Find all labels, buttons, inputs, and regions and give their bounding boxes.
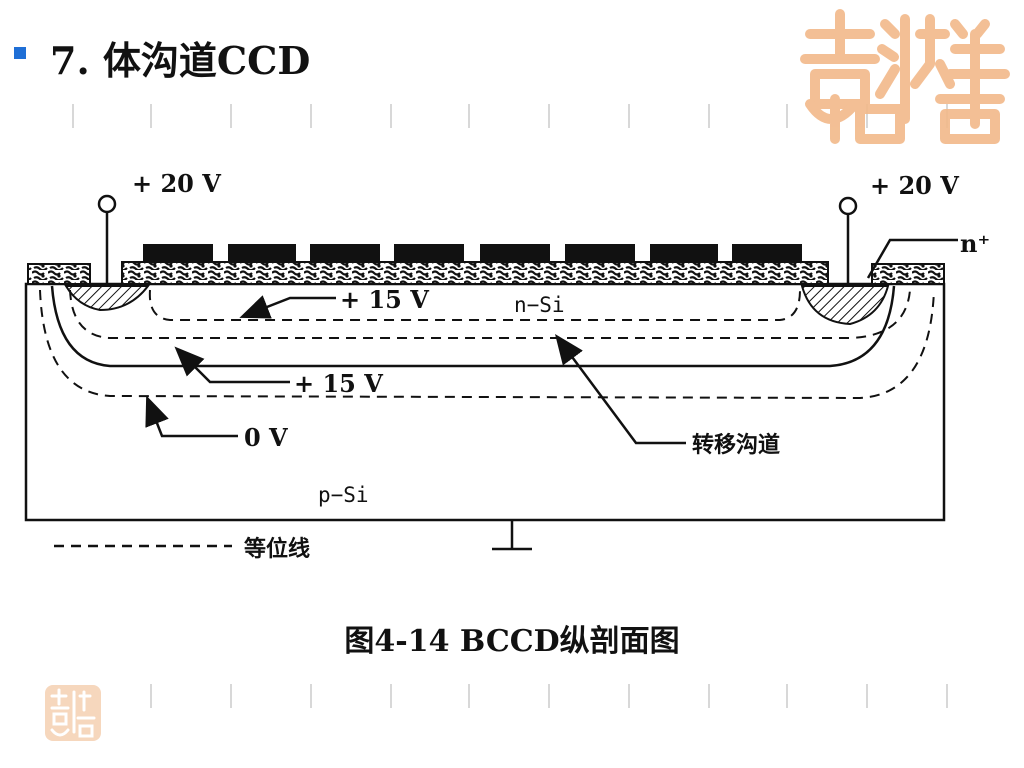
n-si-well-boundary xyxy=(50,285,896,368)
right-terminal-icon xyxy=(838,196,858,216)
gate-oxide-layer xyxy=(121,261,829,285)
small-seal-logo-icon xyxy=(45,685,101,741)
legend-equipotential-label: 等位线 xyxy=(244,536,310,562)
equipotential-line-mid xyxy=(69,289,911,339)
right-oxide-pad xyxy=(871,263,945,285)
v15-top-label: + 15 V xyxy=(340,285,429,314)
decorative-tick-row-bottom xyxy=(0,684,1024,710)
ground-symbol-icon xyxy=(492,520,532,551)
gate-electrode xyxy=(310,244,380,262)
left-terminal-icon xyxy=(97,194,117,214)
figure-caption: 图4-14 BCCD纵剖面图 xyxy=(344,624,680,659)
gate-electrode xyxy=(394,244,464,262)
left-n-plus-region xyxy=(64,285,151,312)
equipotential-line-inner xyxy=(148,289,801,321)
slide-title: 7. 体沟道CCD xyxy=(50,38,311,83)
n-plus-label: n⁺ xyxy=(960,229,990,258)
arrow-v15-top xyxy=(239,295,336,319)
equipotential-lines xyxy=(39,289,935,400)
p-si-label: p−Si xyxy=(318,483,369,507)
arrow-v15-mid xyxy=(174,346,290,384)
gate-electrode xyxy=(565,244,635,262)
arrow-v0 xyxy=(145,395,238,438)
gate-electrodes xyxy=(143,244,802,262)
equipotential-line-outer xyxy=(39,289,935,400)
gate-electrode xyxy=(650,244,718,262)
title-bullet-icon xyxy=(14,47,26,59)
right-n-plus-region xyxy=(800,285,890,326)
left-voltage-label: + 20 V xyxy=(132,169,221,198)
left-oxide-pad xyxy=(27,263,91,285)
right-voltage-label: + 20 V xyxy=(870,171,959,200)
v15-mid-label: + 15 V xyxy=(294,369,383,398)
gate-electrode xyxy=(143,244,213,262)
gate-electrode xyxy=(480,244,550,262)
v0-label: 0 V xyxy=(244,423,288,452)
leader-n-plus xyxy=(866,238,958,279)
seal-logo-icon xyxy=(800,9,1010,144)
transfer-channel-label: 转移沟道 xyxy=(692,432,780,458)
bccd-cross-section-diagram: + 20 V + 20 V n⁺ + 15 V + 15 V 0 V n−Si … xyxy=(24,169,990,562)
gate-electrode xyxy=(732,244,802,262)
n-si-label: n−Si xyxy=(514,293,565,317)
gate-electrode xyxy=(228,244,296,262)
arrow-transfer-channel xyxy=(555,333,686,445)
